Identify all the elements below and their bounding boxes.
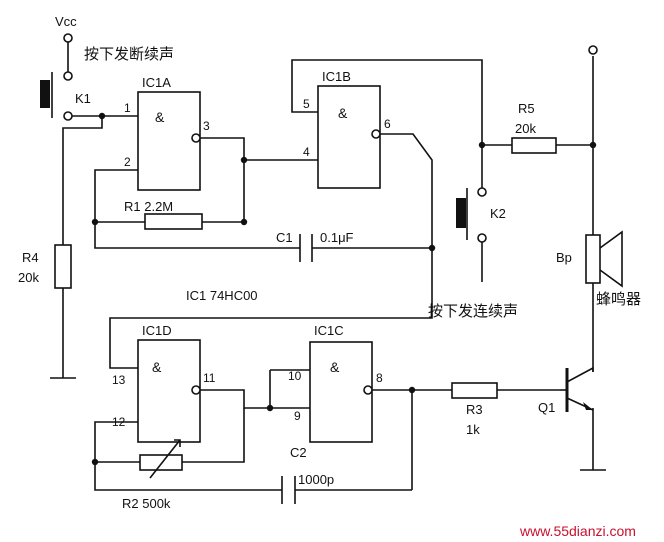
r5-value: 20k: [515, 121, 536, 136]
c2-label: C2: [290, 445, 307, 460]
ic1b-name: IC1B: [322, 69, 351, 84]
ic-note: IC1 74HC00: [186, 288, 258, 303]
ic1c-name: IC1C: [314, 323, 344, 338]
buzzer-caption: 蜂鸣器: [596, 290, 641, 308]
r3-label: R3: [466, 402, 483, 417]
r2-adjust-arrow: [149, 439, 181, 479]
r3-value: 1k: [466, 422, 480, 437]
ic1c-pin-10: 10: [288, 369, 302, 383]
resistor-r1: [144, 213, 203, 230]
k2-label: K2: [490, 206, 506, 221]
vcc-terminal: [63, 33, 73, 43]
ic1b-pin-6: 6: [384, 117, 391, 131]
ic1d-pin-12: 12: [112, 415, 126, 429]
r4-label: R4: [22, 250, 39, 265]
ic1a-pin-2: 2: [124, 155, 131, 169]
gate-ic1c: [309, 341, 373, 443]
capacitor-c2: [281, 476, 296, 504]
r1-label: R1 2.2M: [124, 199, 173, 214]
junction-dots: [91, 112, 597, 466]
k1-caption: 按下发断续声: [84, 45, 174, 63]
r4-value: 20k: [18, 270, 39, 285]
gate-ic1b: [317, 85, 381, 189]
ic1d-pin-13: 13: [112, 373, 126, 387]
resistor-r3: [451, 382, 498, 399]
ic1c-pin-8: 8: [376, 371, 383, 385]
ic1b-symbol: &: [338, 105, 348, 121]
r5-label: R5: [518, 101, 535, 116]
buzzer-icon: [585, 230, 623, 288]
ic1b-pin-4: 4: [303, 145, 310, 159]
ic1a-pin-1: 1: [124, 101, 131, 115]
switch-k1[interactable]: [40, 71, 73, 121]
k1-label: K1: [75, 91, 91, 106]
ic1c-symbol: &: [330, 359, 340, 375]
r2-label: R2 500k: [122, 496, 171, 511]
ic1a-symbol: &: [155, 109, 165, 125]
ic1d-pin-11: 11: [203, 371, 216, 385]
resistor-r4: [54, 244, 72, 289]
ic1d-symbol: &: [152, 359, 162, 375]
vcc-right-terminal: [588, 45, 598, 55]
watermark: www.55dianzi.com: [519, 523, 636, 539]
switch-k2[interactable]: [456, 187, 487, 243]
ic1d-name: IC1D: [142, 323, 172, 338]
transistor-q1: [560, 366, 594, 412]
c1-value: 0.1μF: [320, 230, 354, 245]
capacitor-c1: [299, 234, 313, 262]
wires: [50, 38, 606, 491]
gate-ic1a: [137, 91, 201, 191]
c2-value: 1000p: [298, 472, 334, 487]
c1-label: C1: [276, 230, 293, 245]
vcc-label: Vcc: [55, 14, 77, 29]
resistor-r5: [511, 137, 557, 154]
gate-ic1d: [137, 339, 201, 443]
bp-label: Bp: [556, 250, 572, 265]
ic1a-name: IC1A: [142, 75, 171, 90]
k2-caption: 按下发连续声: [428, 302, 518, 320]
resistor-r2: [139, 454, 183, 471]
ic1a-pin-3: 3: [203, 119, 210, 133]
q1-label: Q1: [538, 400, 555, 415]
ic1c-pin-9: 9: [294, 409, 301, 423]
ic1b-pin-5: 5: [303, 97, 310, 111]
